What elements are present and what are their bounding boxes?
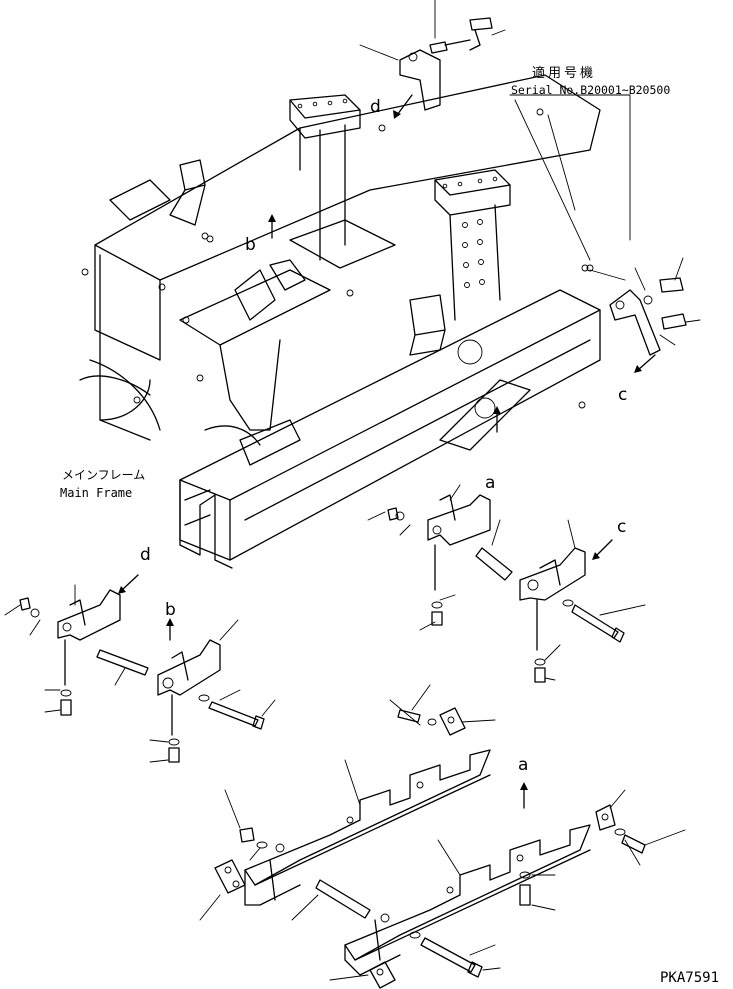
view-letters: d b c a c d b a (140, 97, 627, 775)
lower-rail (344, 824, 591, 976)
bracket-b-assembly (149, 619, 276, 763)
direction-arrows (118, 94, 656, 809)
letter-b-left: b (165, 600, 176, 620)
top-bracket-group (359, 0, 506, 111)
bracket-d-assembly (4, 584, 121, 716)
main-frame-assembly (79, 74, 601, 569)
letter-a-lower: a (518, 755, 528, 775)
letter-c-mid: c (617, 517, 626, 537)
pin-left (96, 649, 149, 686)
right-bracket-c-group (609, 257, 701, 356)
main-frame-label: メインフレーム Main Frame (60, 468, 145, 500)
bracket-a-assembly (367, 484, 491, 631)
upper-rail (244, 699, 491, 906)
bracket-c-assembly (519, 519, 646, 683)
letter-a-mid: a (485, 473, 495, 493)
letter-d-left: d (140, 545, 151, 565)
drawing-code: PKA7591 (660, 970, 719, 986)
lower-hardware (199, 684, 686, 989)
serial-note-japanese: 適用号機 (532, 65, 596, 81)
serial-note-callout (509, 94, 631, 281)
serial-applicability-note: 適用号機 Serial No.B20001~B20500 (511, 65, 670, 97)
pin-middle (475, 519, 513, 581)
letter-b-top: b (245, 235, 256, 255)
serial-note-english: Serial No.B20001~B20500 (511, 83, 670, 97)
main-frame-label-english: Main Frame (60, 486, 132, 500)
letter-c-top: c (618, 385, 627, 405)
letter-d-top: d (370, 97, 381, 117)
main-frame-label-japanese: メインフレーム (62, 468, 145, 482)
